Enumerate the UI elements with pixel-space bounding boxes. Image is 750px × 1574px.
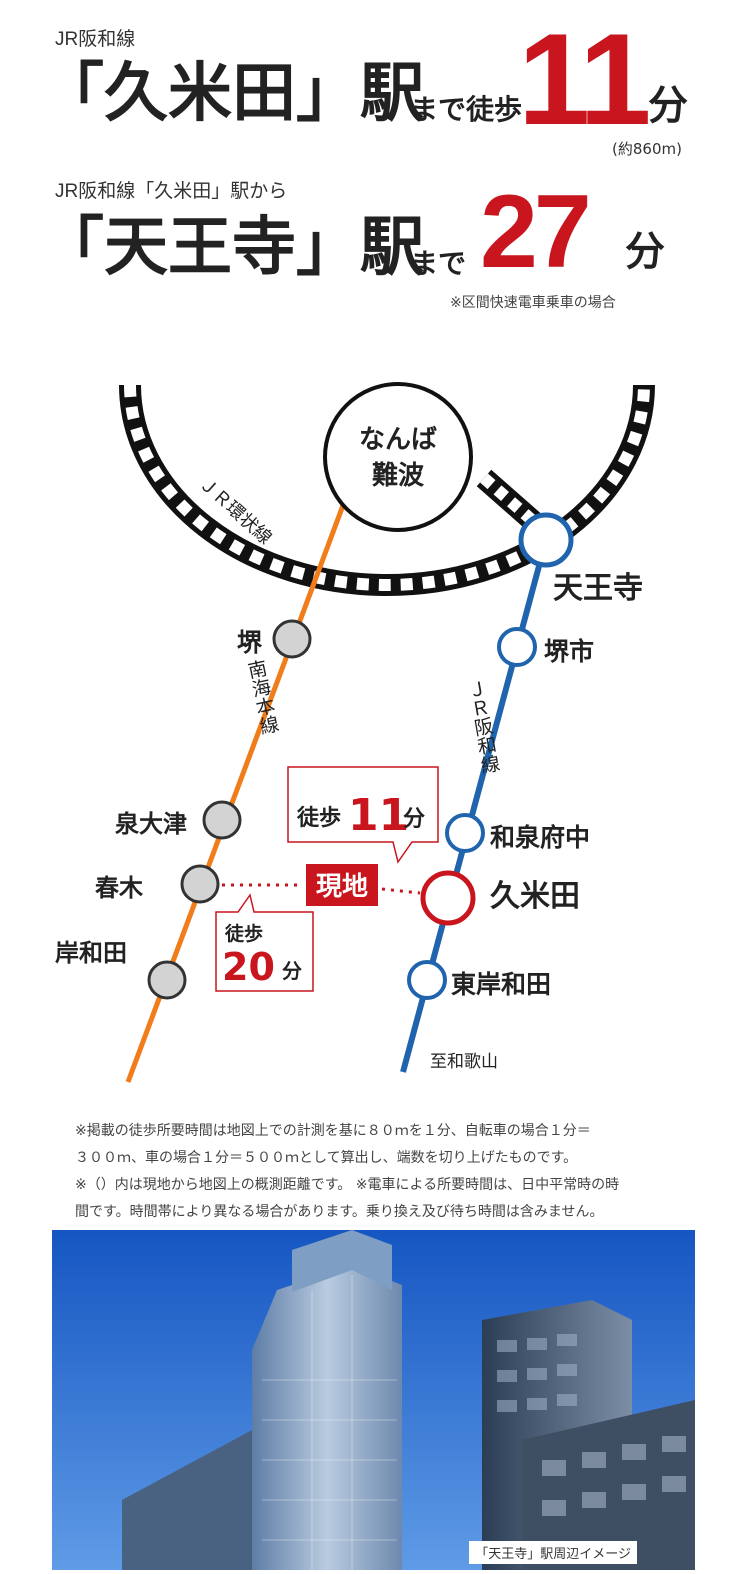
izumifuchu-station [445, 813, 485, 853]
sakaishi-station [497, 627, 537, 667]
header2-suffix: まで [410, 247, 467, 280]
izumiotsu-label: 泉大津 [115, 810, 187, 838]
header2-minutes: 27 [480, 174, 592, 290]
kishiwada-station [147, 960, 187, 1000]
note-line-3: ※（）内は現地から地図上の概測距離です。 ※電車による所要時間は、日中平常時の時 [75, 1177, 620, 1193]
namba-station [323, 382, 473, 532]
tennoji-label: 天王寺 [553, 571, 643, 606]
note-line-2: ３００ｍ、車の場合１分＝５００ｍとして算出し、端数を切り上げたものです。 [75, 1150, 578, 1166]
tennoji-photo-illustration [52, 1230, 695, 1570]
current-location-badge [306, 864, 378, 906]
loop-line [119, 384, 655, 596]
header1-distance: (約860m) [612, 140, 682, 158]
note-line-4: 間です。時間帯により異なる場合があります。乗り換え及び待ち時間は含みません。 [75, 1204, 604, 1220]
haruki-station [180, 864, 220, 904]
walk-callout-haruki: 徒歩 20 分 [215, 893, 314, 992]
namba-label-2: 難波 [372, 461, 425, 491]
walk2-label: 徒歩 [224, 922, 263, 945]
route-map: なんば 難波 ＪＲ環状線 天王寺 堺市 ＪＲ阪和線 和泉府中 久米田 東岸和田 … [55, 382, 655, 1083]
higashikishiwada-station [407, 960, 447, 1000]
header1-station: 「久米田」駅 [40, 57, 424, 131]
walk-callout-kumeda: 徒歩 11 分 [287, 766, 439, 864]
header1-suffix: まで徒歩 [410, 93, 523, 126]
header1-line-label: JR阪和線 [55, 29, 136, 50]
to-wakayama-label: 至和歌山 [430, 1052, 498, 1072]
walk2-unit: 分 [282, 959, 302, 983]
note-line-1: ※掲載の徒歩所要時間は地図上での計測を基に８０ｍを１分、自転車の場合１分＝ [75, 1123, 591, 1139]
namba-label-1: なんば [359, 425, 437, 455]
header1-minutes: 11 [518, 6, 651, 152]
tennoji-station [518, 512, 574, 568]
kumeda-label: 久米田 [490, 879, 580, 914]
sakaishi-label: 堺市 [544, 637, 594, 666]
current-location-label: 現地 [316, 872, 368, 902]
kumeda-station [420, 870, 476, 926]
walk1-label: 徒歩 [296, 805, 341, 831]
sakai-station [272, 619, 312, 659]
nankai-line-label: 南海本線 [243, 657, 280, 736]
header2-note: ※区間快速電車乗車の場合 [450, 295, 616, 311]
tennoji-photo: 「天王寺」駅周辺イメージ [52, 1230, 695, 1570]
notes: ※掲載の徒歩所要時間は地図上での計測を基に８０ｍを１分、自転車の場合１分＝ ３０… [75, 1118, 695, 1226]
walk1-minutes: 11 [348, 790, 409, 841]
haruki-label: 春木 [95, 874, 144, 902]
walk2-minutes: 20 [222, 945, 275, 989]
kishiwada-label: 岸和田 [55, 939, 127, 967]
namba-spur [476, 469, 542, 531]
photo-caption: 「天王寺」駅周辺イメージ [469, 1541, 637, 1564]
header2-line-label: JR阪和線「久米田」駅から [55, 181, 288, 202]
walk-path-kumeda [381, 887, 421, 895]
header2-station: 「天王寺」駅 [40, 211, 424, 285]
walk1-unit: 分 [403, 807, 425, 832]
sakai-label: 堺 [237, 628, 263, 657]
header2-unit: 分 [625, 229, 665, 275]
higashikishiwada-label: 東岸和田 [451, 970, 551, 999]
header1-unit: 分 [648, 83, 688, 129]
izumifuchu-label: 和泉府中 [490, 823, 590, 852]
izumiotsu-station [202, 800, 242, 840]
